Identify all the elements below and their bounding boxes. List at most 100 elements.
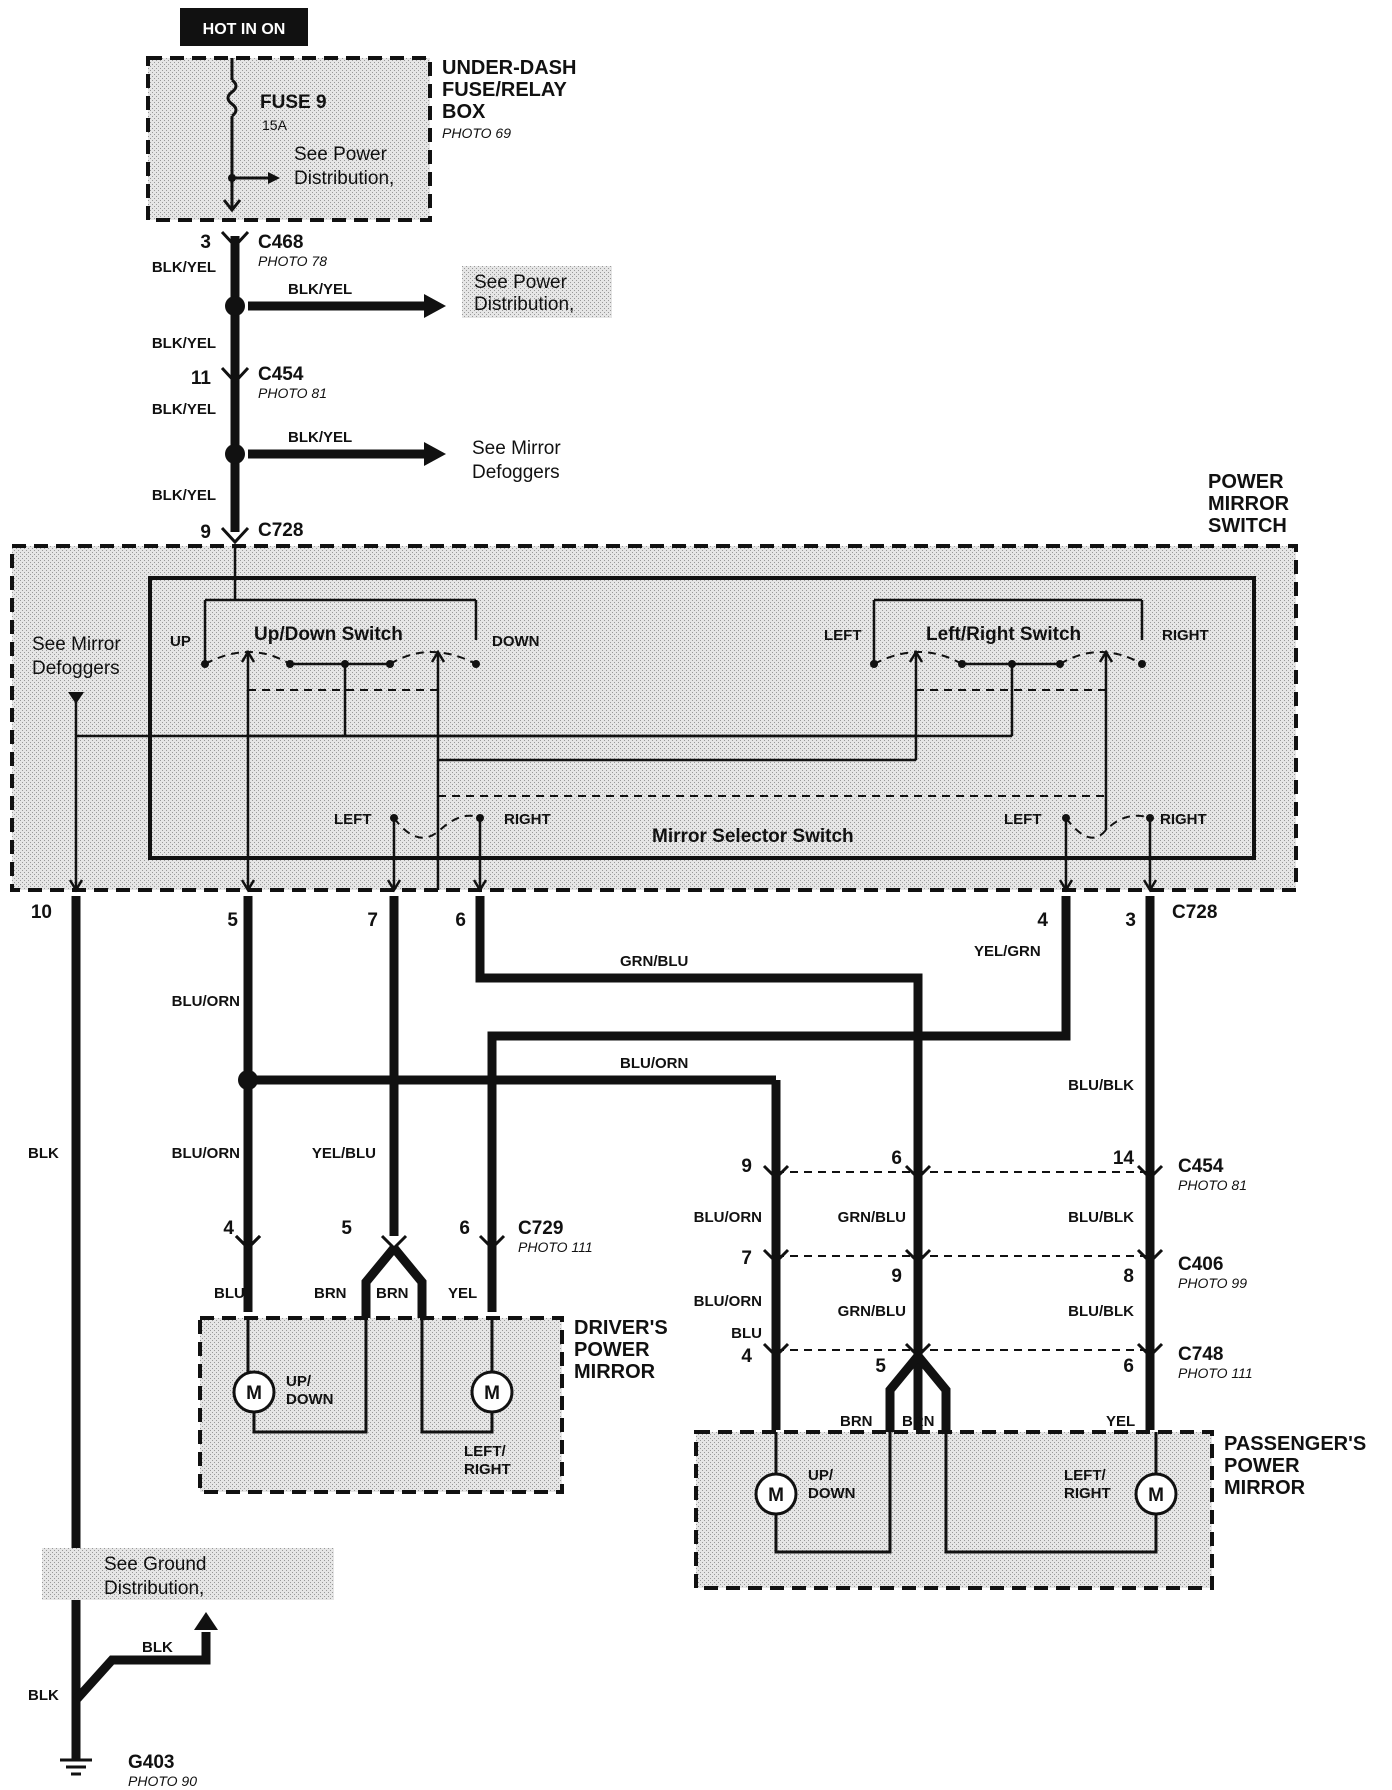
c468-photo: PHOTO 78	[258, 253, 327, 269]
fuse-see-line-2: Distribution,	[294, 168, 394, 189]
c454-top-name: C454	[258, 364, 304, 385]
fuse-see-line-1: See Power	[294, 144, 388, 165]
svg-text:DOWN: DOWN	[286, 1391, 334, 1408]
wire-label-blk-yel-branch-1: BLK/YEL	[288, 281, 352, 298]
wire-grn-blu	[475, 896, 923, 1430]
passengers-mirror-title-3: MIRROR	[1224, 1477, 1306, 1499]
see-mirror-defoggers-2: Defoggers	[32, 658, 120, 679]
wire-label-grn-blu: GRN/BLU	[620, 953, 688, 970]
c406-photo: PHOTO 99	[1178, 1275, 1247, 1291]
left-right-switch-label: Left/Right Switch	[926, 624, 1081, 645]
passengers-mirror-title-1: PASSENGER'S	[1224, 1433, 1366, 1455]
wire-label-blu-orn-3: BLU/ORN	[620, 1055, 688, 1072]
svg-text:M: M	[768, 1485, 784, 1506]
defogger-arrow-icon	[68, 692, 84, 704]
ground-wire	[60, 896, 218, 1776]
svg-text:10: 10	[31, 902, 52, 923]
c728-bottom-connector: 10 5 7 6 4 3 C728	[31, 902, 1218, 931]
drivers-mirror-title-3: MIRROR	[574, 1361, 656, 1383]
passengers-power-mirror: M M UP/ DOWN LEFT/ RIGHT	[694, 1430, 1214, 1590]
c454-right-photo: PHOTO 81	[1178, 1177, 1247, 1193]
drivers-mirror-title-2: POWER	[574, 1339, 650, 1361]
c468-pin: 3	[200, 232, 211, 253]
drivers-power-mirror: M M UP/ DOWN LEFT/ RIGHT	[198, 1316, 564, 1494]
passenger-connectors	[762, 1164, 1164, 1359]
c454-right-pin-1: 9	[741, 1156, 752, 1177]
wire-label-blu-passenger: BLU	[731, 1325, 762, 1342]
c729-connector: 4 5 6 C729 PHOTO 111	[223, 1218, 592, 1255]
c454-right-name: C454	[1178, 1156, 1224, 1177]
c406-name: C406	[1178, 1254, 1223, 1275]
wire-label-blk-yel-4: BLK/YEL	[152, 487, 216, 504]
fuse-box-photo: PHOTO 69	[442, 125, 511, 141]
switch-title-2: MIRROR	[1208, 493, 1290, 515]
wire-label-yel-passenger: YEL	[1106, 1413, 1135, 1430]
arrow-icon	[268, 172, 280, 184]
c454-top-photo: PHOTO 81	[258, 385, 327, 401]
selector-right-label: RIGHT	[504, 811, 551, 828]
wire-label-yel-driver: YEL	[448, 1285, 477, 1302]
svg-text:RIGHT: RIGHT	[464, 1461, 511, 1478]
power-mirror-switch	[10, 544, 1298, 893]
fuse-box-title-2: FUSE/RELAY	[442, 79, 568, 101]
svg-text:LEFT/: LEFT/	[464, 1443, 506, 1460]
wire-yel-grn	[487, 896, 1071, 1312]
svg-text:UP/: UP/	[808, 1467, 834, 1484]
see-mirror-defoggers-1: See Mirror	[32, 634, 121, 655]
passengers-mirror-title-2: POWER	[1224, 1455, 1300, 1477]
svg-text:LEFT/: LEFT/	[1064, 1467, 1106, 1484]
svg-text:C729: C729	[518, 1218, 563, 1239]
svg-text:3: 3	[1125, 910, 1136, 931]
wire-label-brn-driver-1: BRN	[314, 1285, 347, 1302]
svg-text:6: 6	[459, 1218, 470, 1239]
c748-pin-3: 6	[1123, 1356, 1134, 1377]
wire-label-brn-passenger-2: BRN	[902, 1413, 935, 1430]
fuse-relay-box: FUSE 9 15A See Power Distribution,	[146, 56, 432, 222]
svg-text:C728: C728	[1172, 902, 1217, 923]
drivers-mirror-title-1: DRIVER'S	[574, 1317, 668, 1339]
svg-text:4: 4	[223, 1218, 234, 1239]
c748-photo: PHOTO 111	[1178, 1365, 1253, 1381]
mirror-selector-switch-label: Mirror Selector Switch	[652, 826, 854, 847]
switch-title-3: SWITCH	[1208, 515, 1287, 537]
c406-pin-3: 8	[1123, 1266, 1134, 1287]
up-down-switch-label: Up/Down Switch	[254, 624, 403, 645]
g403-name: G403	[128, 1752, 174, 1773]
ground-arrow-icon	[194, 1612, 218, 1630]
wire-label-blu-blk-3: BLU/BLK	[1068, 1303, 1134, 1320]
selector-left-label-2: LEFT	[1004, 811, 1042, 828]
fuse-symbol	[226, 78, 238, 118]
wire-label-blk-3: BLK	[142, 1639, 173, 1656]
wire-label-blu-orn-5: BLU/ORN	[694, 1293, 762, 1310]
c748-pin-1: 4	[741, 1346, 752, 1367]
c406-pin-2: 9	[891, 1266, 902, 1287]
wire-label-blk-yel-branch-2: BLK/YEL	[288, 429, 352, 446]
svg-text:4: 4	[1037, 910, 1048, 931]
wire-label-blu-orn-2: BLU/ORN	[172, 1145, 240, 1162]
see-ground-dist-2: Distribution,	[104, 1578, 204, 1599]
svg-text:HOT IN ON: HOT IN ON	[203, 21, 286, 38]
wire-label-blk-yel-3: BLK/YEL	[152, 401, 216, 418]
fuse-name: FUSE 9	[260, 92, 327, 113]
c454-top-pin: 11	[191, 368, 212, 389]
wire-label-blk-yel-2: BLK/YEL	[152, 335, 216, 352]
arrow-icon	[424, 442, 446, 466]
wire-label-blu-blk-1: BLU/BLK	[1068, 1077, 1134, 1094]
see-power-dist-line-1: See Power	[474, 272, 568, 293]
wire-label-blu-driver: BLU	[214, 1285, 245, 1302]
wire-label-brn-passenger-1: BRN	[840, 1413, 873, 1430]
c406-pin-1: 7	[741, 1248, 752, 1269]
driver-left-right-motor	[470, 1370, 514, 1414]
wire-label-blu-orn-4: BLU/ORN	[694, 1209, 762, 1226]
switch-title-1: POWER	[1208, 471, 1284, 493]
feed-wire	[220, 230, 250, 545]
switch-right-label: RIGHT	[1162, 627, 1209, 644]
wire-label-yel-grn: YEL/GRN	[974, 943, 1041, 960]
see-ground-dist-1: See Ground	[104, 1554, 206, 1575]
see-power-dist-line-2: Distribution,	[474, 294, 574, 315]
c728-top-name: C728	[258, 520, 303, 541]
svg-text:M: M	[1148, 1485, 1164, 1506]
wire-label-blk: BLK	[28, 1145, 59, 1162]
fuse-box-title-1: UNDER-DASH	[442, 57, 576, 79]
